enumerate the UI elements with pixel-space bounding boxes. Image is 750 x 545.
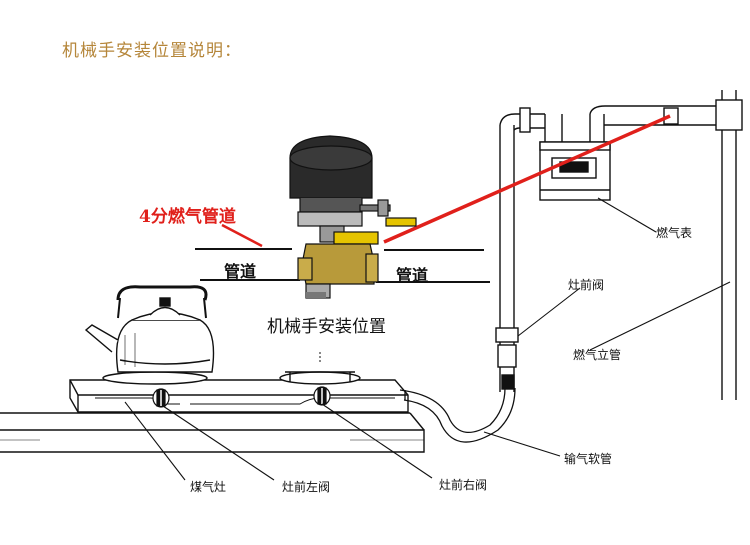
red-pipe-line <box>383 114 671 244</box>
gas-meter <box>539 141 611 201</box>
page-title: 机械手安装位置说明： <box>62 41 242 61</box>
pipe-right-label: 管道 <box>396 266 429 285</box>
stove-left-valve-label: 灶前左阀 <box>282 480 331 494</box>
valve-clamp <box>306 292 326 298</box>
gas-hose <box>399 387 516 443</box>
gas-stove-label: 煤气灶 <box>190 480 227 494</box>
gas-piping <box>495 90 743 400</box>
red-pointer-line <box>221 223 263 248</box>
manipulator-actuator <box>289 135 417 299</box>
pipe-spec-label: 4分燃气管道 <box>139 207 236 227</box>
stove-front-valve-label: 灶前阀 <box>568 278 605 292</box>
leader-lines <box>124 197 731 481</box>
pipe-left-label: 管道 <box>224 262 257 281</box>
gas-hose-label: 输气软管 <box>564 452 613 466</box>
gas-riser-label: 燃气立管 <box>573 348 622 362</box>
knob-left <box>152 388 170 408</box>
stove-right-valve-label: 灶前右阀 <box>439 478 488 492</box>
countertop <box>0 412 425 453</box>
pipe-lines <box>195 248 490 283</box>
kettle <box>84 285 215 373</box>
install-position-label: 机械手安装位置 <box>267 317 386 337</box>
gas-meter-label: 燃气表 <box>656 226 693 240</box>
gas-stove <box>69 371 409 413</box>
knob-right <box>313 386 331 406</box>
